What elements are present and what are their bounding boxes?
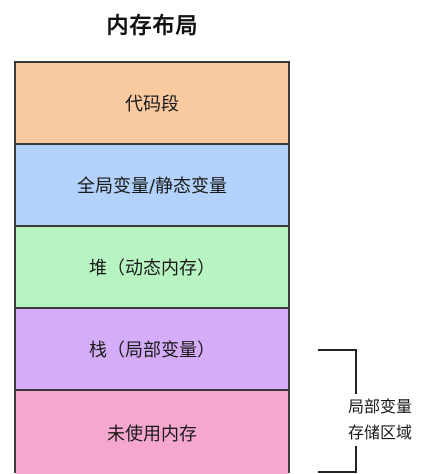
segment-unused: 未使用内存 (16, 391, 288, 474)
segment-stack: 栈（局部变量） (16, 309, 288, 391)
bracket-label-line2: 存储区域 (348, 423, 413, 442)
bracket-label-line1: 局部变量 (348, 397, 413, 416)
segment-heap: 堆（动态内存） (16, 227, 288, 309)
diagram-title: 内存布局 (106, 14, 199, 39)
bracket-label: 局部变量 存储区域 (344, 394, 434, 446)
segment-code: 代码段 (16, 63, 288, 145)
segment-global-static: 全局变量/静态变量 (16, 145, 288, 227)
memory-layout-stack: 代码段 全局变量/静态变量 堆（动态内存） 栈（局部变量） 未使用内存 (14, 61, 290, 474)
